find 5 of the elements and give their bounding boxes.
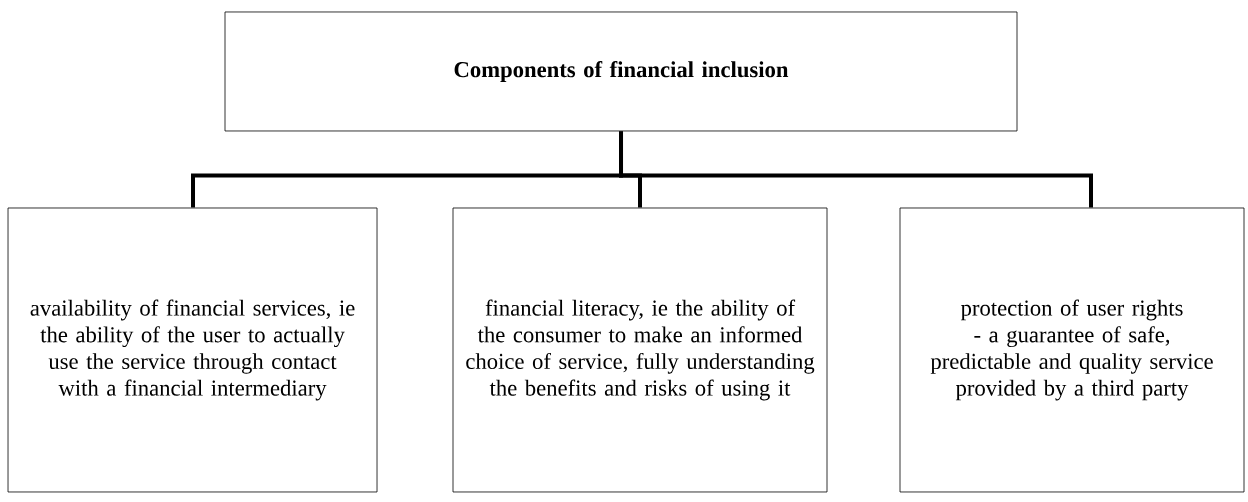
title-box: Components of financial inclusion: [224, 11, 1018, 132]
connector: [619, 131, 1093, 208]
text-box: availability of financial services, ie the ability of the user to actually use the service through contact with a financial intermediary: [7, 207, 378, 493]
text-box: financial literacy, ie the ability of the consumer to make an informed choice of service, fully understanding the benefits and risks of using it: [452, 207, 828, 493]
text-box: protection of user rights - a guarantee of safe, predictable and quality service provided by a third party: [899, 207, 1245, 493]
